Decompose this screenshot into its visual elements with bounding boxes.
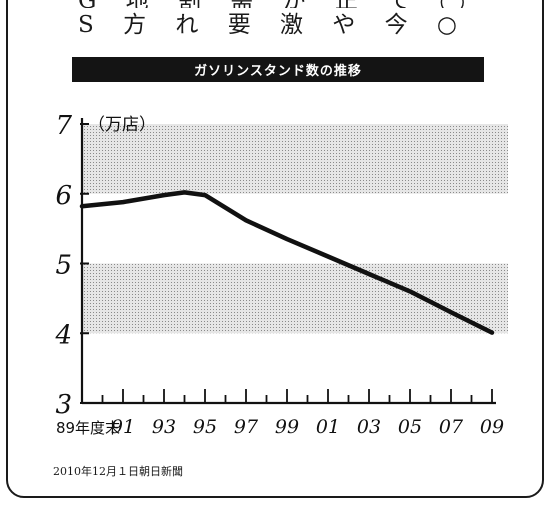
grid-band-1 <box>82 263 508 334</box>
x-tick-label-05: 05 <box>398 416 422 438</box>
x-tick-label-89年度末: 89年度末 <box>56 419 120 437</box>
x-tick-label-01: 01 <box>316 416 340 438</box>
y-tick-label-4: 4 <box>54 320 72 350</box>
series-line-0 <box>79 190 495 335</box>
chart-title: ガソリンスタンド数の推移 <box>72 57 484 82</box>
y-unit-label: （万店） <box>88 115 156 135</box>
x-tick-label-03: 03 <box>357 416 381 438</box>
x-tick-label-09: 09 <box>480 416 504 438</box>
x-tick-label-07: 07 <box>439 416 464 438</box>
x-tick-label-93: 93 <box>152 416 176 438</box>
article-text-line-1: G 地 割 需 が 正 て ◯ 九 が <box>78 0 478 8</box>
x-tick-label-91: 91 <box>111 416 135 438</box>
source-credit: 2010年12月１日朝日新聞 <box>53 465 183 478</box>
article-text-line-2: S 方 れ 要 激 や 今 ○ 九 十 <box>78 12 478 38</box>
y-tick-label-3: 3 <box>55 390 72 420</box>
grid-band-0 <box>82 124 508 194</box>
x-tick-label-97: 97 <box>234 416 259 438</box>
card-frame <box>6 0 544 498</box>
x-tick-label-99: 99 <box>275 416 299 438</box>
y-tick-label-5: 5 <box>55 251 72 281</box>
y-tick-label-6: 6 <box>55 181 72 211</box>
x-tick-label-95: 95 <box>193 416 217 438</box>
y-tick-label-7: 7 <box>55 111 72 141</box>
